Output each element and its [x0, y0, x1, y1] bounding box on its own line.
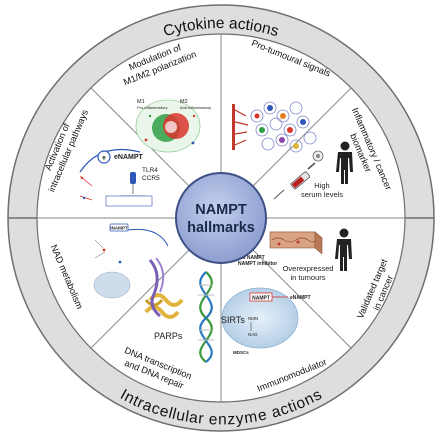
svg-text:KO NAMPT: KO NAMPT — [238, 255, 265, 261]
svg-text:eNAMPT: eNAMPT — [114, 154, 144, 161]
tube-icon — [312, 150, 324, 162]
tissue-block-illustration — [269, 231, 323, 255]
sirts-label: SIRTs — [221, 315, 245, 325]
in-tumours-label: in tumours — [290, 273, 325, 282]
svg-text:iNAMPT: iNAMPT — [110, 226, 127, 231]
tumour-cells-illustration — [232, 101, 317, 153]
svg-text:NAD: NAD — [248, 332, 258, 337]
dna-helix-illustration — [198, 271, 214, 363]
enampt-pathway-illustration: e eNAMPT TLR4 CCR5 — [79, 148, 160, 207]
svg-text:e: e — [102, 156, 106, 162]
macrophage-illustration: M1 Pro-inflammatory M2 Anti-inflammatory — [135, 99, 211, 153]
high-label: High — [314, 181, 329, 190]
svg-text:eNAMPT: eNAMPT — [290, 295, 311, 301]
svg-text:M1: M1 — [137, 99, 145, 105]
center-hub — [175, 172, 267, 264]
center-title-line2: hallmarks — [187, 220, 255, 236]
svg-text:Anti-inflammatory: Anti-inflammatory — [180, 105, 211, 110]
segment-dividers — [37, 34, 405, 402]
parps-label: PARPs — [154, 331, 183, 341]
svg-text:M2: M2 — [180, 99, 188, 105]
svg-text:NMN: NMN — [248, 316, 258, 321]
human-silhouette-icon-2 — [335, 228, 352, 271]
svg-text:CCR5: CCR5 — [142, 175, 160, 182]
immunomodulator-illustration: KO NAMPT NAMPT inhibitor NAMPT eNAMPT NM… — [221, 255, 311, 355]
nad-metabolism-illustration: iNAMPT — [93, 223, 169, 318]
svg-text:NAMPT inhibitor: NAMPT inhibitor — [238, 261, 277, 267]
svg-text:TLR4: TLR4 — [142, 167, 158, 174]
serum-levels-label: serum levels — [301, 190, 343, 199]
center-title-line1: NAMPT — [195, 202, 247, 218]
overexpressed-label: Overexpressed — [283, 264, 334, 273]
human-silhouette-icon — [336, 141, 353, 184]
svg-text:NAMPT: NAMPT — [252, 296, 270, 302]
syringe-icon — [273, 162, 316, 200]
svg-text:MDSCs: MDSCs — [233, 350, 249, 355]
svg-text:Pro-inflammatory: Pro-inflammatory — [137, 105, 167, 110]
